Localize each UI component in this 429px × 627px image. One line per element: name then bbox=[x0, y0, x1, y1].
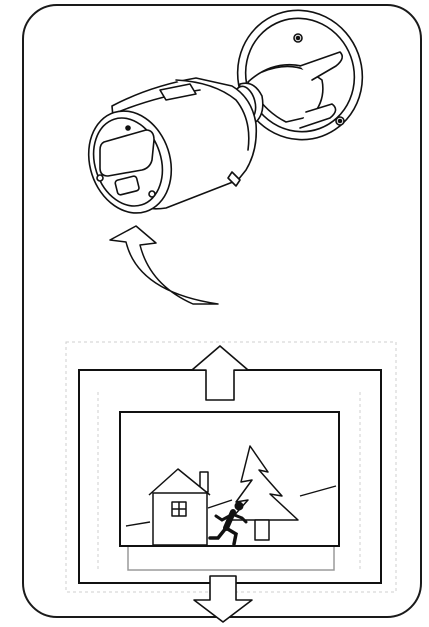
scene-box bbox=[120, 412, 339, 546]
